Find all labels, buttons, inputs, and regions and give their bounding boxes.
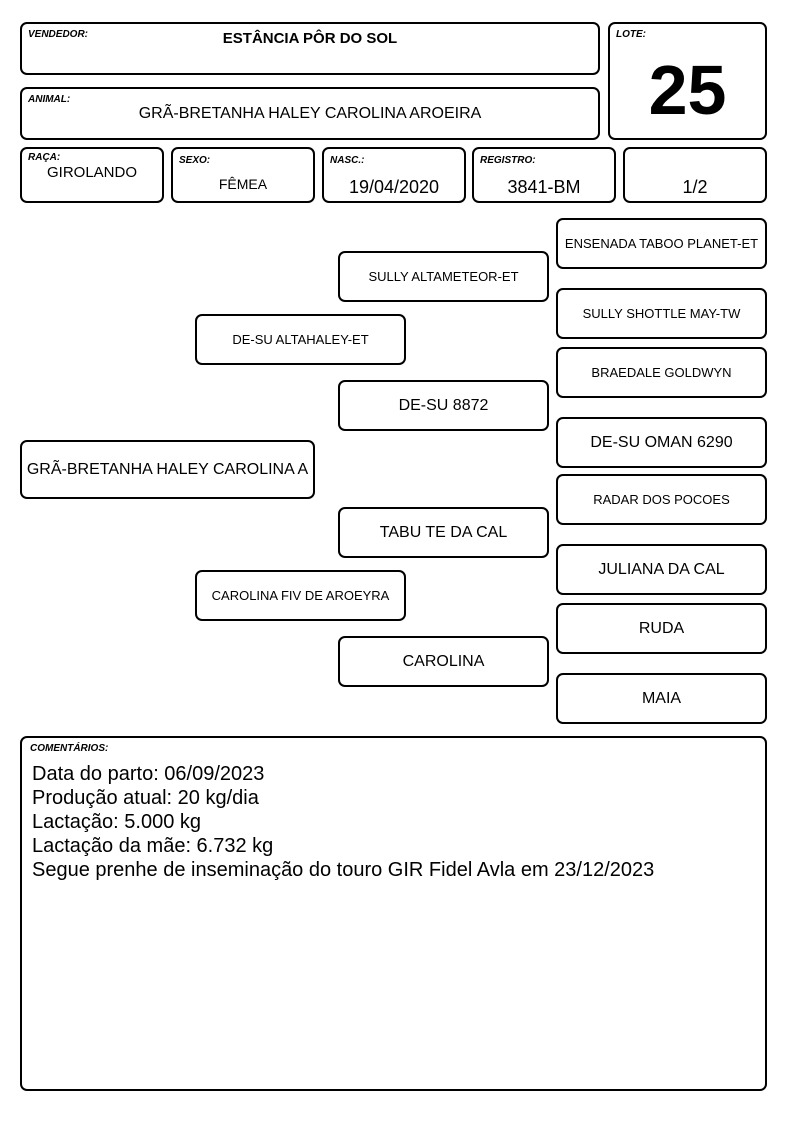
registry-box: REGISTRO: 3841-BM	[472, 147, 616, 203]
pedigree-ggp-8: MAIA	[556, 673, 767, 724]
pedigree-ggp-2: SULLY SHOTTLE MAY-TW	[556, 288, 767, 339]
birth-value: 19/04/2020	[348, 177, 440, 197]
breed-label: RAÇA:	[28, 152, 61, 163]
lot-box: LOTE: 25	[608, 22, 767, 140]
sex-box: SEXO: FÊMEA	[171, 147, 315, 203]
comment-line: Data do parto: 06/09/2023	[32, 763, 265, 785]
animal-box: ANIMAL: GRÃ-BRETANHA HALEY CAROLINA AROE…	[20, 87, 600, 140]
pedigree-ggp-4: DE-SU OMAN 6290	[556, 417, 767, 468]
pedigree-dam-dam: CAROLINA	[338, 636, 549, 687]
pedigree-ggp-1: ENSENADA TABOO PLANET-ET	[556, 218, 767, 269]
vendor-label: VENDEDOR:	[28, 29, 89, 40]
breed-value: GIROLANDO	[46, 164, 137, 181]
lot-label: LOTE:	[616, 29, 646, 40]
comments-box: COMENTÁRIOS: Data do parto: 06/09/2023 P…	[20, 736, 767, 1091]
comments-text: Data do parto: 06/09/2023 Produção atual…	[32, 762, 755, 882]
fraction-value: 1/2	[682, 177, 708, 197]
pedigree-animal: GRÃ-BRETANHA HALEY CAROLINA A	[20, 440, 315, 499]
comments-label: COMENTÁRIOS:	[30, 743, 109, 754]
fraction-box: 1/2	[623, 147, 767, 203]
vendor-name: ESTÂNCIA PÔR DO SOL	[222, 30, 398, 47]
pedigree-ggp-7: RUDA	[556, 603, 767, 654]
birth-label: NASC.:	[330, 155, 365, 166]
pedigree-sire-dam: DE-SU 8872	[338, 380, 549, 431]
registry-value: 3841-BM	[507, 177, 581, 197]
breed-box: RAÇA: GIROLANDO	[20, 147, 164, 203]
birth-box: NASC.: 19/04/2020	[322, 147, 466, 203]
comment-line: Lactação: 5.000 kg	[32, 811, 202, 833]
pedigree-ggp-3: BRAEDALE GOLDWYN	[556, 347, 767, 398]
sex-value: FÊMEA	[218, 176, 268, 192]
comment-line: Produção atual: 20 kg/dia	[32, 787, 259, 809]
comment-line: Lactação da mãe: 6.732 kg	[32, 835, 274, 857]
animal-label: ANIMAL:	[28, 94, 71, 105]
vendor-box: VENDEDOR: ESTÂNCIA PÔR DO SOL	[20, 22, 600, 75]
pedigree-dam-sire: TABU TE DA CAL	[338, 507, 549, 558]
pedigree-ggp-5: RADAR DOS POCOES	[556, 474, 767, 525]
pedigree-sire-sire: SULLY ALTAMETEOR-ET	[338, 251, 549, 302]
pedigree-sire: DE-SU ALTAHALEY-ET	[195, 314, 406, 365]
comment-line: Segue prenhe de inseminação do touro GIR…	[32, 859, 655, 881]
pedigree-dam: CAROLINA FIV DE AROEYRA	[195, 570, 406, 621]
pedigree-ggp-6: JULIANA DA CAL	[556, 544, 767, 595]
animal-name: GRÃ-BRETANHA HALEY CAROLINA AROEIRA	[138, 105, 482, 122]
sex-label: SEXO:	[179, 155, 211, 166]
lot-number: 25	[648, 51, 727, 129]
registry-label: REGISTRO:	[480, 155, 536, 166]
